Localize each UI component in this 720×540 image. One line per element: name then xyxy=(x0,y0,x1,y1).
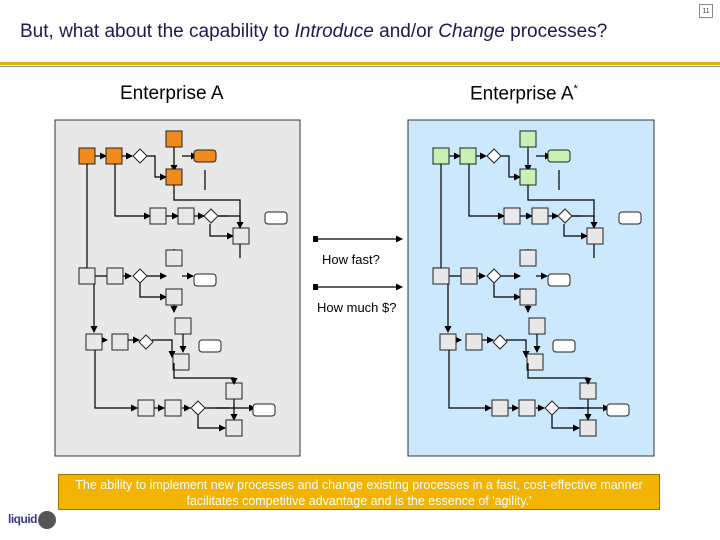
process-step-box xyxy=(465,333,483,351)
flow-connector xyxy=(197,415,226,432)
flow-connector xyxy=(173,185,241,228)
flow-connector xyxy=(94,350,138,412)
process-step-box xyxy=(586,227,604,245)
process-step-box xyxy=(432,267,450,285)
process-step-box xyxy=(519,249,537,267)
process-step-box xyxy=(432,147,450,165)
process-step-box xyxy=(232,227,250,245)
comparison-arrow-tail xyxy=(313,284,318,290)
agility-caption: The ability to implement new processes a… xyxy=(58,474,660,510)
process-step-box xyxy=(579,382,597,400)
slide-title: But, what about the capability to Introd… xyxy=(20,21,608,42)
process-step-box xyxy=(137,399,155,417)
end-terminator xyxy=(547,149,571,163)
decision-diamond xyxy=(132,148,148,164)
end-terminator xyxy=(552,339,576,353)
process-step-box xyxy=(165,130,183,148)
process-step-box xyxy=(111,333,129,351)
flow-connector xyxy=(148,155,167,181)
flow-connector xyxy=(448,350,492,412)
flow-connector xyxy=(506,339,530,358)
process-step-box xyxy=(459,147,477,165)
flow-connector xyxy=(527,363,592,385)
end-terminator xyxy=(198,339,222,353)
flow-connector xyxy=(502,155,521,181)
process-step-box xyxy=(165,288,183,306)
flow-connector xyxy=(527,185,595,228)
end-terminator xyxy=(252,403,276,417)
enterprise-a-star-label: Enterprise A* xyxy=(470,83,578,105)
process-step-box xyxy=(225,419,243,437)
process-step-box xyxy=(149,207,167,225)
process-step-box xyxy=(503,207,521,225)
decision-diamond xyxy=(132,268,148,284)
end-terminator xyxy=(193,273,217,287)
comparison-arrow-tail xyxy=(313,236,318,242)
process-step-box xyxy=(165,249,183,267)
end-terminator xyxy=(618,211,642,225)
enterprise-a-star-process-flow xyxy=(432,130,642,437)
process-step-box xyxy=(78,147,96,165)
process-step-box xyxy=(491,399,509,417)
end-terminator xyxy=(606,403,630,417)
flow-connector xyxy=(493,283,521,301)
comparison-arrows xyxy=(313,235,403,291)
decision-diamond xyxy=(486,268,502,284)
flow-connector xyxy=(468,164,505,220)
process-step-box xyxy=(519,168,537,186)
flow-connector xyxy=(209,224,234,240)
brand-logo: liquid xyxy=(8,511,56,529)
process-step-box xyxy=(460,267,478,285)
flow-connector xyxy=(114,164,151,220)
page-number: 11 xyxy=(699,4,713,18)
decision-diamond xyxy=(138,334,154,350)
process-step-box xyxy=(165,168,183,186)
end-terminator xyxy=(547,273,571,287)
process-step-box xyxy=(106,267,124,285)
process-step-box xyxy=(519,130,537,148)
process-step-box xyxy=(518,399,536,417)
process-step-box xyxy=(225,382,243,400)
process-step-box xyxy=(531,207,549,225)
decision-diamond xyxy=(557,208,573,224)
process-step-box xyxy=(526,353,544,371)
logo-mark-icon xyxy=(38,511,56,529)
process-step-box xyxy=(172,353,190,371)
flow-connector xyxy=(152,339,176,358)
decision-diamond xyxy=(544,400,560,416)
process-step-box xyxy=(439,333,457,351)
flow-connector xyxy=(551,415,580,432)
enterprise-a-process-flow xyxy=(78,130,288,437)
process-step-box xyxy=(579,419,597,437)
enterprise-a-label: Enterprise A xyxy=(120,83,224,104)
cost-question: How much $? xyxy=(317,300,397,315)
speed-question: How fast? xyxy=(322,252,380,267)
process-step-box xyxy=(105,147,123,165)
decision-diamond xyxy=(203,208,219,224)
process-step-box xyxy=(174,317,192,335)
flow-connector xyxy=(139,283,167,301)
process-step-box xyxy=(78,267,96,285)
flow-connector xyxy=(173,363,238,385)
process-step-box xyxy=(85,333,103,351)
process-step-box xyxy=(177,207,195,225)
title-thin-rule xyxy=(0,66,720,67)
decision-diamond xyxy=(492,334,508,350)
decision-diamond xyxy=(486,148,502,164)
title-accent-rule xyxy=(0,62,720,65)
end-terminator xyxy=(264,211,288,225)
decision-diamond xyxy=(190,400,206,416)
process-step-box xyxy=(519,288,537,306)
flow-connector xyxy=(563,224,588,240)
end-terminator xyxy=(193,149,217,163)
process-step-box xyxy=(528,317,546,335)
process-step-box xyxy=(164,399,182,417)
